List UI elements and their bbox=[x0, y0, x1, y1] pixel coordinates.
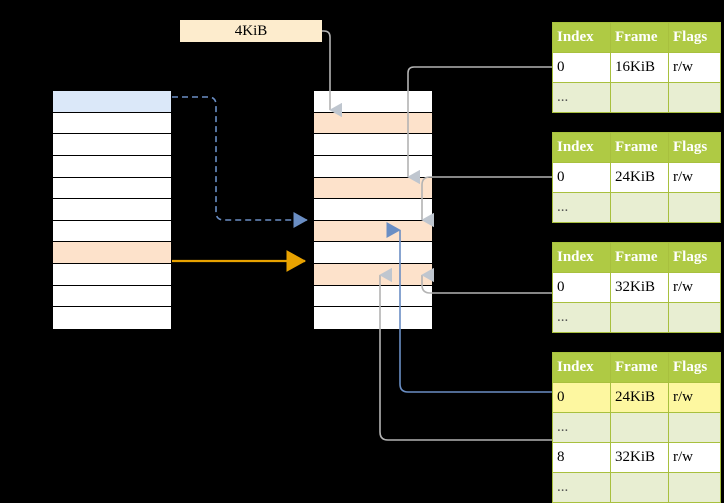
virtual-page-row-4 bbox=[53, 177, 171, 200]
column-header-frame: Frame bbox=[610, 352, 669, 383]
physical-frame-row-7 bbox=[314, 242, 432, 264]
cell-flags bbox=[668, 302, 721, 333]
physical-frame-row-3 bbox=[314, 155, 432, 178]
column-header-index: Index bbox=[552, 352, 611, 383]
cell-flags: r/w bbox=[668, 52, 721, 83]
physical-frame-row-1 bbox=[314, 112, 432, 135]
virtual-page-row-8 bbox=[53, 264, 171, 286]
cell-frame bbox=[610, 82, 669, 113]
table-row: ... bbox=[552, 472, 721, 503]
cell-index: 0 bbox=[552, 382, 611, 413]
cell-frame bbox=[610, 412, 669, 443]
virtual-page-row-2 bbox=[53, 134, 171, 156]
virtual-page-row-0 bbox=[53, 91, 171, 113]
physical-frame-row-0 bbox=[314, 91, 432, 113]
cell-flags: r/w bbox=[668, 162, 721, 193]
column-header-flags: Flags bbox=[668, 22, 721, 53]
table-row: ... bbox=[552, 302, 721, 333]
cell-index: ... bbox=[552, 472, 611, 503]
cell-frame: 16KiB bbox=[610, 52, 669, 83]
column-header-flags: Flags bbox=[668, 132, 721, 163]
column-header-frame: Frame bbox=[610, 22, 669, 53]
cell-index: 8 bbox=[552, 442, 611, 473]
cell-flags bbox=[668, 412, 721, 443]
virtual-page-row-3 bbox=[53, 155, 171, 178]
virtual-page-row-5 bbox=[53, 199, 171, 221]
table-row: ... bbox=[552, 192, 721, 223]
cell-flags: r/w bbox=[668, 272, 721, 303]
cell-flags bbox=[668, 192, 721, 223]
column-header-index: Index bbox=[552, 22, 611, 53]
physical-frame-row-8 bbox=[314, 264, 432, 286]
cell-frame: 32KiB bbox=[610, 442, 669, 473]
cell-frame: 24KiB bbox=[610, 162, 669, 193]
column-header-frame: Frame bbox=[610, 132, 669, 163]
column-header-index: Index bbox=[552, 242, 611, 273]
physical-frame-row-4 bbox=[314, 177, 432, 200]
cell-index: 0 bbox=[552, 272, 611, 303]
cell-index: ... bbox=[552, 302, 611, 333]
physical-frame-row-5 bbox=[314, 199, 432, 221]
cell-index: 0 bbox=[552, 52, 611, 83]
column-header-flags: Flags bbox=[668, 352, 721, 383]
cell-index: ... bbox=[552, 412, 611, 443]
cell-flags bbox=[668, 82, 721, 113]
virtual-page-row-9 bbox=[53, 285, 171, 308]
page-size-label: 4KiB bbox=[180, 20, 322, 42]
column-header-index: Index bbox=[552, 132, 611, 163]
virtual-address-space-stack bbox=[52, 90, 172, 329]
physical-memory-stack bbox=[313, 90, 433, 329]
cell-frame bbox=[610, 302, 669, 333]
column-header-flags: Flags bbox=[668, 242, 721, 273]
physical-frame-row-6 bbox=[314, 220, 432, 243]
cell-flags: r/w bbox=[668, 442, 721, 473]
cell-flags: r/w bbox=[668, 382, 721, 413]
virtual-page-row-6 bbox=[53, 220, 171, 243]
physical-frame-row-9 bbox=[314, 285, 432, 308]
virtual-page-row-7 bbox=[53, 242, 171, 264]
table-row: ... bbox=[552, 82, 721, 113]
cell-flags bbox=[668, 472, 721, 503]
cell-frame: 32KiB bbox=[610, 272, 669, 303]
column-header-frame: Frame bbox=[610, 242, 669, 273]
virtual-page-row-1 bbox=[53, 112, 171, 135]
physical-frame-row-10 bbox=[314, 307, 432, 329]
cell-frame: 24KiB bbox=[610, 382, 669, 413]
cell-index: ... bbox=[552, 82, 611, 113]
cell-frame bbox=[610, 472, 669, 503]
cell-index: ... bbox=[552, 192, 611, 223]
cell-frame bbox=[610, 192, 669, 223]
table-row: ... bbox=[552, 412, 721, 443]
physical-frame-row-2 bbox=[314, 134, 432, 156]
cell-index: 0 bbox=[552, 162, 611, 193]
virtual-page-row-10 bbox=[53, 307, 171, 329]
